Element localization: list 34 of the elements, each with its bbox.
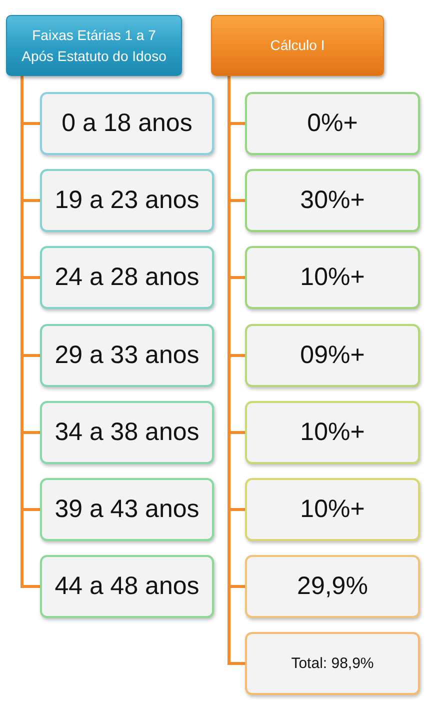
percentage-text: 09%+ [300,341,365,370]
percentage-box [245,92,420,155]
age-range-text: 34 a 38 anos [54,418,200,447]
percentage-box [245,478,420,541]
age-range-box [40,246,214,309]
age-range-text: 39 a 43 anos [54,495,200,524]
percentage-text: 10%+ [300,418,365,447]
percentage-box [245,401,420,464]
percentage-box [245,555,420,618]
header-box [211,15,384,76]
percentage-text: 30%+ [300,186,365,215]
percentage-box [245,169,420,232]
age-range-text: 29 a 33 anos [54,341,200,370]
age-range-box [40,555,214,618]
age-range-text: 0 a 18 anos [62,109,192,138]
age-range-text: 44 a 48 anos [54,572,200,601]
header-box [6,15,182,76]
percentage-text: 0%+ [307,109,358,138]
percentage-box [245,246,420,309]
percentage-text: 10%+ [300,495,365,524]
percentage-text: 10%+ [300,263,365,292]
percentage-box [245,324,420,387]
total-text: Total: 98,9% [291,655,374,672]
header-text: Cálculo I [270,36,325,56]
age-range-box [40,92,214,155]
header-text: Faixas Etárias 1 a 7 Após Estatuto do Idoso [20,26,168,66]
age-range-box [40,169,214,232]
age-range-text: 24 a 28 anos [54,263,200,292]
age-range-box [40,401,214,464]
age-range-text: 19 a 23 anos [54,186,200,215]
age-range-box [40,478,214,541]
percentage-text: 29,9% [297,572,368,601]
total-box [245,632,420,695]
age-range-box [40,324,214,387]
